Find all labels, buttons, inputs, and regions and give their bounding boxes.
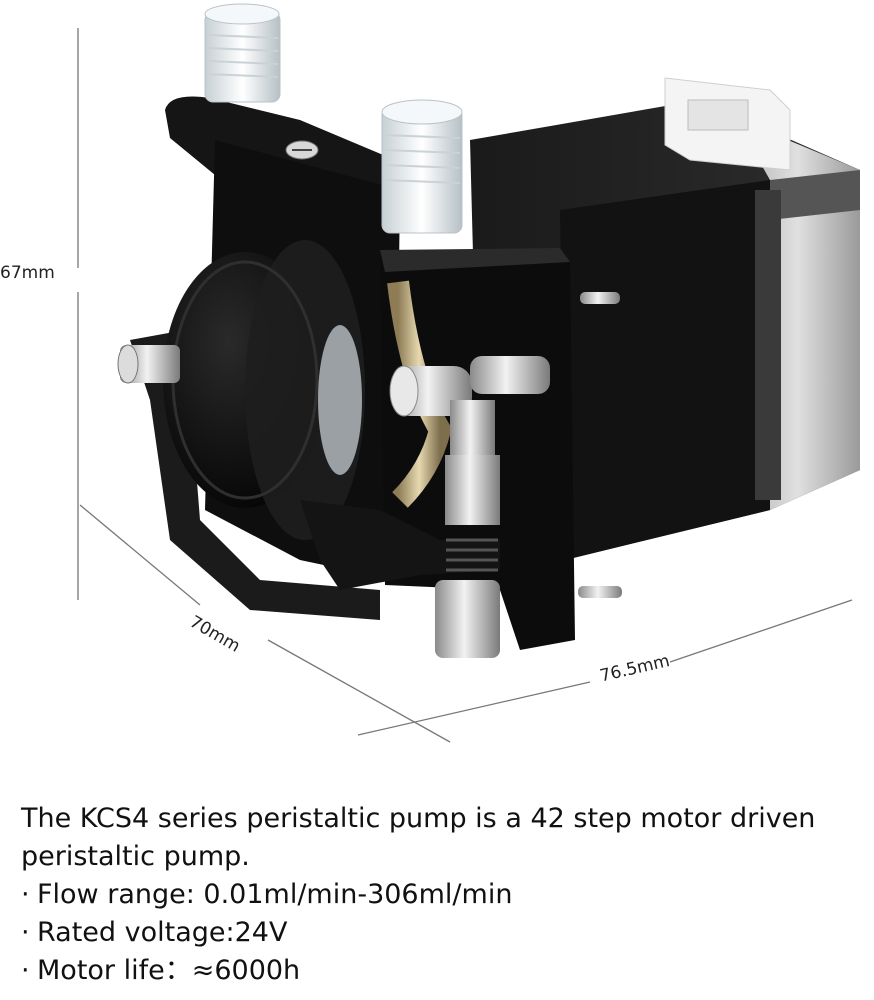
bullet-icon: · — [21, 955, 30, 986]
spec-flow-range-text: Flow range: 0.01ml/min-306ml/min — [37, 879, 513, 910]
pump-illustration — [77, 3, 860, 743]
description-line-2: peristaltic pump. — [21, 841, 250, 872]
screw-icon — [285, 140, 319, 160]
bullet-icon: · — [21, 879, 30, 910]
description-line-1: The KCS4 series peristaltic pump is a 42… — [21, 803, 816, 834]
spec-motor-life-text: Motor life：≈6000h — [37, 955, 301, 986]
dimension-lines — [77, 28, 853, 743]
spec-rated-voltage: ·Rated voltage:24V — [21, 914, 871, 952]
pump-head — [130, 96, 575, 650]
tube-fittings — [204, 3, 463, 234]
spec-flow-range: ·Flow range: 0.01ml/min-306ml/min — [21, 876, 871, 914]
clamp-mechanism — [389, 356, 550, 658]
pivot-pin — [117, 344, 180, 384]
spec-rated-voltage-text: Rated voltage:24V — [37, 917, 288, 948]
spec-motor-life: ·Motor life：≈6000h — [21, 952, 871, 990]
bullet-icon: · — [21, 917, 30, 948]
product-description: The KCS4 series peristaltic pump is a 42… — [21, 800, 871, 990]
height-dimension-label: 67mm — [0, 263, 55, 283]
product-figure: 67mm 70mm 76.5mm — [0, 3, 860, 743]
stepper-motor — [470, 77, 860, 598]
